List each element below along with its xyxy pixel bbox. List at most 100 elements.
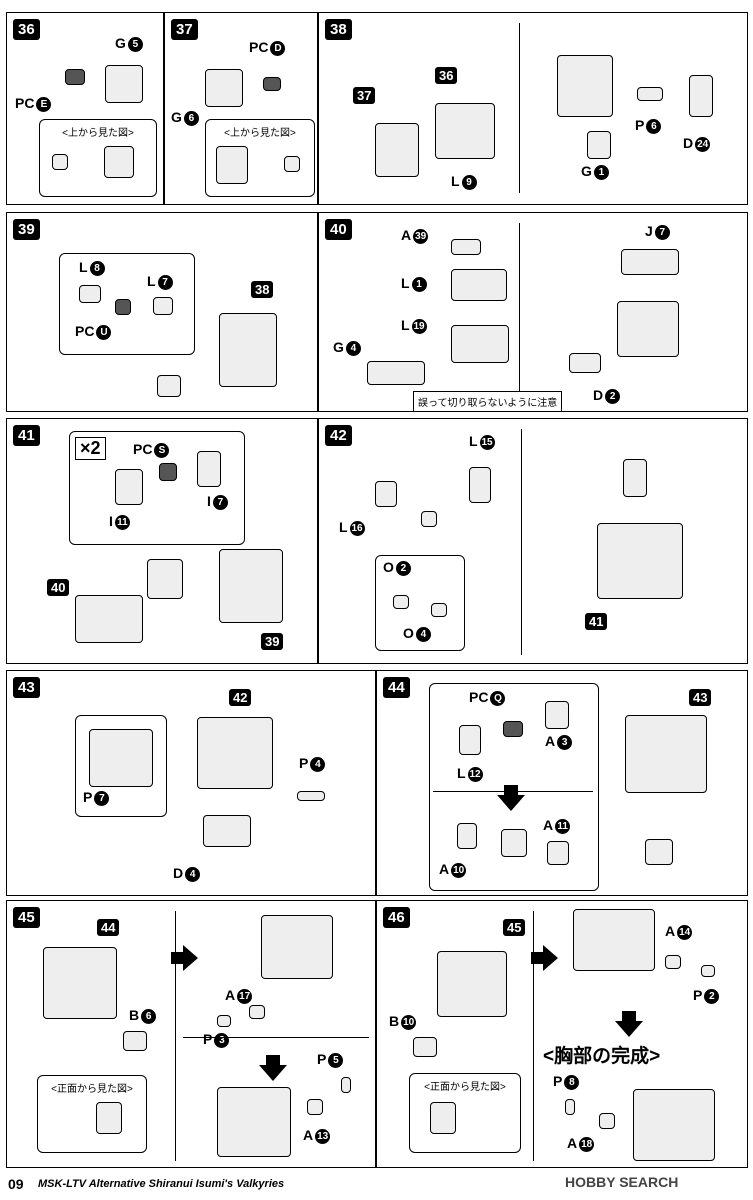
inset-part xyxy=(96,1102,122,1134)
part-d4 xyxy=(203,815,251,847)
ref-step-42: 42 xyxy=(229,689,252,706)
inset-caption: <上から見た図> xyxy=(62,128,134,139)
part-38-assembly xyxy=(219,313,277,387)
part-40-assembly xyxy=(75,595,143,643)
part-p5 xyxy=(341,1077,351,1093)
step-number: 46 xyxy=(383,907,410,928)
inset-caption: <正面から見た図> xyxy=(424,1082,506,1093)
part-p6 xyxy=(637,87,663,101)
flow-arrow-right xyxy=(531,945,558,971)
part-a10 xyxy=(457,823,477,849)
flow-arrow-down xyxy=(259,1055,287,1081)
part-44-assembly xyxy=(43,947,117,1019)
divider xyxy=(183,1037,369,1038)
watermark: HOBBY SEARCH xyxy=(565,1174,679,1190)
inset-caption: <上から見た図> xyxy=(224,128,296,139)
part-a18 xyxy=(599,1113,615,1129)
inset-caption: <正面から見た図> xyxy=(51,1084,133,1095)
step-number: 41 xyxy=(13,425,40,446)
ref-step-40: 40 xyxy=(47,579,70,596)
step-number: 38 xyxy=(325,19,352,40)
part-l8 xyxy=(79,285,101,303)
part-pc-s xyxy=(159,463,177,481)
divider xyxy=(175,911,176,1161)
step-number: 39 xyxy=(13,219,40,240)
step-number: 43 xyxy=(13,677,40,698)
part-a39 xyxy=(451,239,481,255)
part-g6 xyxy=(205,69,243,107)
ref-step-41: 41 xyxy=(585,613,608,630)
part-sub-inset xyxy=(147,559,183,599)
footer-title: MSK-LTV Alternative Shiranui Isumi's Val… xyxy=(38,1178,285,1190)
part-chest-complete xyxy=(633,1089,715,1161)
ref-step-36: 36 xyxy=(435,67,458,84)
subassembly-inset xyxy=(375,555,465,651)
inset-part-left xyxy=(52,154,68,170)
flow-arrow-down xyxy=(615,1011,643,1037)
part-45-assembly xyxy=(437,951,507,1017)
step-number: 36 xyxy=(13,19,40,40)
part-sub xyxy=(157,375,181,397)
part-41-assembly xyxy=(597,523,683,599)
inset-part-left xyxy=(216,146,248,184)
divider xyxy=(533,911,534,1161)
part-b6 xyxy=(123,1031,147,1051)
page-number: 09 xyxy=(8,1176,24,1192)
part-36-assembly xyxy=(435,103,495,159)
part-l15 xyxy=(469,467,491,503)
part-l12 xyxy=(459,725,481,755)
part-g4 xyxy=(367,361,425,385)
part-i7 xyxy=(197,451,221,487)
inset-part-right xyxy=(284,156,300,172)
front-view-inset: <正面から見た図> xyxy=(37,1075,147,1153)
step-number: 42 xyxy=(325,425,352,446)
part-a17 xyxy=(249,1005,265,1019)
ref-step-44: 44 xyxy=(97,919,120,936)
ref-step-45: 45 xyxy=(503,919,526,936)
completion-title: <胸部の完成> xyxy=(543,1046,661,1067)
part-pc-e xyxy=(65,69,85,85)
part-mid xyxy=(501,829,527,857)
part-42-joint xyxy=(623,459,647,497)
part-45-top xyxy=(261,915,333,979)
step-number: 45 xyxy=(13,907,40,928)
part-45-bottom xyxy=(217,1087,291,1157)
flow-arrow-right xyxy=(171,945,198,971)
part-p3 xyxy=(217,1015,231,1027)
quantity-x2: ×2 xyxy=(75,437,106,460)
part-g1 xyxy=(587,131,611,159)
